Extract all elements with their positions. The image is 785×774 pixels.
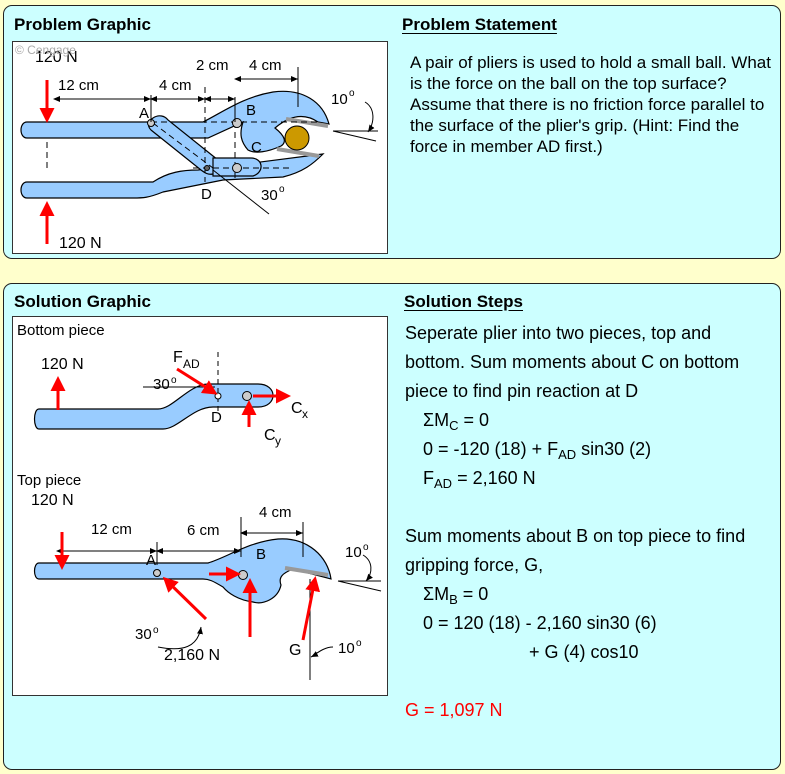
label-angle-30: 30 — [261, 187, 278, 204]
equation-moment-c: 0 = -120 (18) + FAD sin30 (2) — [423, 439, 652, 462]
label-point-C: C — [251, 139, 262, 156]
bottom-piece-shape — [33, 383, 274, 430]
diagram-label: B — [256, 546, 266, 563]
force-arrow-fad — [176, 367, 218, 395]
bottom-piece-title: Bottom piece — [17, 322, 105, 339]
diagram-label: 30 — [135, 626, 152, 643]
equation-fad: FAD = 2,160 N — [423, 468, 536, 491]
label-point-D: D — [201, 186, 212, 203]
label-force-bottom: 120 N — [59, 235, 102, 252]
diagram-label: 12 cm — [91, 521, 132, 538]
diagram-label: A — [146, 552, 156, 569]
label-force-top: 120 N — [35, 49, 78, 66]
diagram-label: 4 cm — [259, 504, 292, 521]
diagram-label: 6 cm — [187, 522, 220, 539]
problem-figure: © Cengage — [12, 41, 388, 254]
pliers-diagram: 120 N 12 cm 4 cm 2 cm 4 cm A B C D 30 o … — [20, 49, 378, 252]
equation-sum-mc: ΣMC = 0 — [423, 410, 490, 433]
label-dim-4a: 4 cm — [159, 77, 192, 94]
diagram-label: AD — [183, 357, 200, 371]
diagram-label: o — [363, 542, 369, 553]
solution-steps: Seperate plier into two pieces, top and … — [405, 319, 775, 725]
diagram-label: F — [173, 349, 183, 366]
equation-moment-b: 0 = 120 (18) - 2,160 sin30 (6) — [423, 613, 657, 633]
top-piece-shape — [33, 538, 332, 604]
problem-panel: Problem Graphic Problem Statement © Ceng… — [3, 5, 781, 259]
label-dim-4b: 4 cm — [249, 57, 282, 74]
diagram-label: 10 — [338, 640, 355, 657]
result-g: G = 1,097 N — [405, 700, 503, 720]
solution-panel: Solution Graphic Solution Steps Bottom p… — [3, 283, 781, 770]
diagram-label: G — [289, 642, 301, 659]
problem-statement-title: Problem Statement — [402, 15, 557, 34]
diagram-label: 120 N — [31, 492, 74, 509]
diagram-label: y — [275, 434, 281, 448]
solution-figure: Bottom piece 120 N F AD 30 o D C x C y T… — [12, 316, 388, 696]
diagram-label: o — [349, 88, 355, 99]
solution-steps-title: Solution Steps — [404, 292, 523, 311]
diagram-label: 2,160 N — [164, 647, 220, 664]
free-body-diagrams: Bottom piece 120 N F AD 30 o D C x C y T… — [17, 322, 382, 680]
label-point-B: B — [246, 102, 256, 119]
step-intro-2: Sum moments about B on top piece to find… — [405, 526, 746, 575]
force-arrow-g — [301, 576, 321, 641]
diagram-label: D — [211, 409, 222, 426]
diagram-label: C — [264, 427, 276, 444]
diagram-label: x — [302, 407, 308, 421]
solution-graphic-title: Solution Graphic — [14, 292, 151, 311]
label-point-A: A — [139, 105, 149, 122]
diagram-label: 30 — [153, 376, 170, 393]
bottom-jaw — [20, 153, 325, 199]
diagram-label: C — [291, 400, 303, 417]
problem-statement-text: A pair of pliers is used to hold a small… — [410, 53, 771, 156]
force-arrow-2160 — [162, 576, 208, 621]
diagram-label: o — [171, 375, 177, 386]
equation-moment-b-cont: + G (4) cos10 — [529, 642, 639, 662]
diagram-label: 10 — [345, 544, 362, 561]
diagram-label: o — [356, 638, 362, 649]
watermark: © Cengage — [15, 43, 76, 57]
problem-graphic-title: Problem Graphic — [14, 15, 151, 34]
label-dim-12: 12 cm — [58, 77, 99, 94]
equation-sum-mb: ΣMB = 0 — [423, 584, 489, 607]
diagram-label: o — [153, 625, 159, 636]
label-dim-2: 2 cm — [196, 57, 229, 74]
diagram-label: o — [279, 184, 285, 195]
step-intro: Seperate plier into two pieces, top and … — [405, 323, 740, 401]
top-piece-title: Top piece — [17, 472, 81, 489]
ball — [284, 125, 310, 151]
label-angle-10: 10 — [331, 91, 348, 108]
diagram-label: 120 N — [41, 356, 84, 373]
